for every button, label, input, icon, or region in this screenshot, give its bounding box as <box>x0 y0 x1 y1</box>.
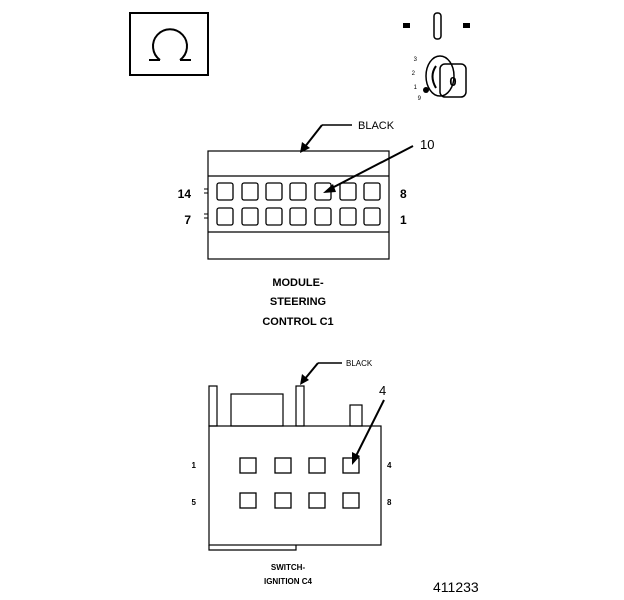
ignition-key-icon <box>403 12 470 98</box>
c1-cavity-callout-arrow <box>323 145 414 193</box>
c1-pin-label-left-top: 14 <box>178 187 192 201</box>
ignition-position-label: 9 <box>418 96 422 102</box>
c1-title-line1: MODULE- <box>272 277 324 289</box>
c4-pin-label-left-bottom: 5 <box>192 498 197 507</box>
c1-title-line3: CONTROL C1 <box>262 316 333 328</box>
ignition-key-label: 0 <box>449 74 456 89</box>
cavity-row-top <box>216 182 381 201</box>
c1-cavity-callout: 10 <box>420 137 434 152</box>
cavity-row-bottom <box>216 207 381 226</box>
c4-pin-label-right-top: 4 <box>387 461 392 470</box>
c4-cavity-callout: 4 <box>379 383 386 398</box>
steering-control-c1-connector <box>204 150 390 260</box>
c4-cavity-callout-arrow <box>352 399 385 465</box>
c1-pin-label-left-bottom: 7 <box>184 213 191 227</box>
c1-pin-label-right-bottom: 1 <box>400 213 407 227</box>
c1-title-line2: STEERING <box>270 296 326 308</box>
c4-title-line2: IGNITION C4 <box>264 577 313 586</box>
cavity-row-bottom <box>239 492 360 509</box>
c1-color-callout: BLACK <box>358 120 395 132</box>
c4-pin-label-left-top: 1 <box>192 461 197 470</box>
c4-title-line1: SWITCH- <box>271 563 306 572</box>
c1-pin-label-right-top: 8 <box>400 187 407 201</box>
cavity-row-top <box>239 457 360 474</box>
c1-color-callout-arrow <box>300 124 352 153</box>
horn-symbol-icon <box>129 12 209 76</box>
figure-number: 411233 <box>433 579 479 595</box>
c4-color-callout: BLACK <box>346 359 373 368</box>
ignition-position-label: 3 <box>414 57 418 63</box>
c4-pin-label-right-bottom: 8 <box>387 498 392 507</box>
c4-color-callout-arrow <box>300 362 342 385</box>
ignition-position-label: 2 <box>412 71 416 77</box>
ignition-c4-connector <box>208 385 382 551</box>
ignition-position-label: 1 <box>414 85 418 91</box>
